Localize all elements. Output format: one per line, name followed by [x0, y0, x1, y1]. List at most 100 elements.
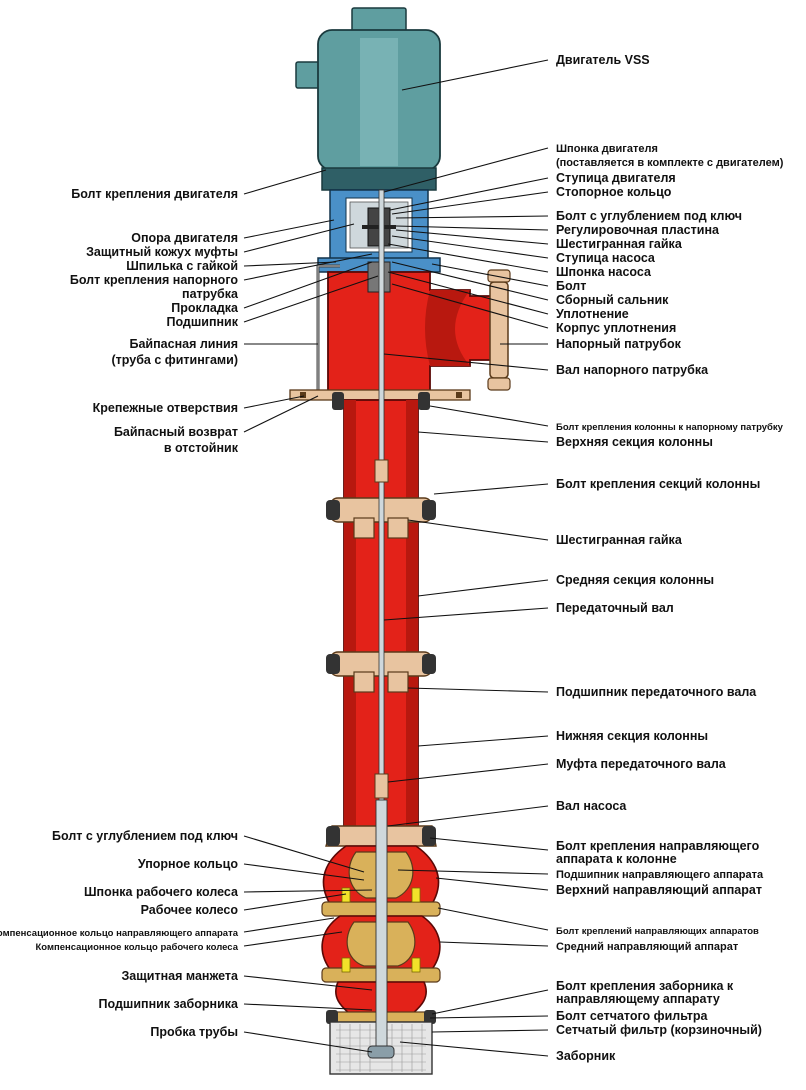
- label-shaft-coupling: Муфта передаточного вала: [556, 757, 727, 771]
- label-suction-bolt: Болт крепления заборника к: [556, 979, 734, 993]
- leader-bypass-return: [243, 395, 319, 433]
- label-bowl-column-bolt-2: аппарата к колонне: [556, 852, 677, 866]
- leader-motor-bolt: [243, 169, 327, 195]
- label-section-bolt: Болт крепления секций колонны: [556, 477, 760, 491]
- leader-bowl-recessed-bolt: [243, 835, 365, 873]
- leader-middle-column: [417, 579, 549, 597]
- leader-recessed-bolt: [395, 215, 549, 219]
- label-column-head-bolt: Болт крепления колонны к напорному патру…: [556, 422, 784, 433]
- joint-nut-left: [353, 517, 375, 539]
- leader-upper-column: [417, 431, 549, 443]
- leader-strainer: [431, 1029, 549, 1033]
- label-pump-hub: Ступица насоса: [556, 251, 656, 265]
- label-bowl-recessed-bolt: Болт с углублением под ключ: [52, 829, 238, 843]
- label-upper-bowl: Верхний направляющий аппарат: [556, 883, 762, 897]
- labels-left: Болт крепления двигателя Опора двигателя…: [0, 187, 239, 1039]
- leader-thrust-ring: [243, 863, 365, 881]
- bowl-top-bolt-right: [422, 826, 436, 846]
- leader-line-shaft: [383, 607, 549, 621]
- leader-column-head-bolt: [429, 405, 549, 427]
- label-hex-nut: Шестигранная гайка: [556, 237, 683, 251]
- label-adjusting-plate: Регулировочная пластина: [556, 223, 720, 237]
- mounting-hole-right: [456, 392, 462, 398]
- leader-impeller-wear-ring: [243, 931, 343, 947]
- shaft-coupling-lower: [374, 773, 389, 799]
- leader-bowl-bolts: [437, 907, 549, 931]
- leader-bolt: [431, 263, 549, 287]
- label-sand-collar: Защитная манжета: [121, 969, 239, 983]
- label-bypass-return-2: в отстойник: [164, 441, 239, 455]
- leader-stud-nut: [243, 261, 337, 267]
- motor-base: [321, 167, 437, 191]
- bowl-top-bolt-left: [326, 826, 340, 846]
- leader-retaining-ring: [391, 191, 549, 215]
- leader-motor-key: [383, 147, 549, 193]
- leader-stuffing-box: [391, 261, 549, 301]
- leader-discharge-bolt: [243, 253, 373, 281]
- label-middle-column: Средняя секция колонны: [556, 573, 714, 587]
- label-discharge-head: Напорный патрубок: [556, 337, 682, 351]
- label-bolt: Болт: [556, 279, 586, 293]
- label-shaft-bearing: Подшипник передаточного вала: [556, 685, 757, 699]
- leader-gasket: [243, 261, 373, 309]
- top-bolt-left: [332, 392, 344, 410]
- label-strainer-bolt: Болт сетчатого фильтра: [556, 1009, 709, 1023]
- discharge-top-bolt: [487, 269, 511, 283]
- label-motor-support: Опора двигателя: [131, 231, 238, 245]
- label-coupling-guard: Защитный кожух муфты: [86, 245, 238, 259]
- label-bypass-return: Байпасный возврат: [114, 425, 238, 439]
- leader-coupling-guard: [243, 223, 355, 253]
- suction-bolt-left: [326, 1010, 338, 1024]
- label-gasket: Прокладка: [171, 301, 239, 315]
- leader-mounting-holes: [243, 395, 305, 409]
- leader-sand-collar: [243, 975, 373, 991]
- joint-nut-right: [387, 671, 409, 693]
- label-impeller: Рабочее колесо: [141, 903, 239, 917]
- leader-shaft-bearing: [407, 687, 549, 693]
- motor-highlight: [360, 38, 398, 166]
- leader-section-bolt: [433, 483, 549, 495]
- label-bypass-line-2: (труба с фитингами): [111, 353, 238, 367]
- label-discharge-shaft: Вал напорного патрубка: [556, 363, 709, 377]
- label-pipe-plug: Пробка трубы: [150, 1025, 238, 1039]
- leader-lower-column: [417, 735, 549, 747]
- discharge-bottom-bolt: [487, 377, 511, 391]
- leader-pump-hub: [391, 235, 549, 259]
- joint-nut-left: [353, 671, 375, 693]
- leader-bearing: [243, 275, 379, 323]
- label-motor-hub: Ступица двигателя: [556, 171, 676, 185]
- label-middle-bowl: Средний направляющий аппарат: [556, 941, 739, 953]
- top-bolt-right: [418, 392, 430, 410]
- pump-drawing: [289, 7, 511, 1075]
- joint-bolt-right: [422, 500, 436, 520]
- leader-suction-bell: [399, 1041, 549, 1057]
- label-discharge-bolt-2: патрубка: [182, 287, 239, 301]
- label-strainer: Сетчатый фильтр (корзиночный): [556, 1023, 762, 1037]
- pipe-plug: [367, 1045, 395, 1059]
- joint-bolt-left: [326, 500, 340, 520]
- joint-nut-right: [387, 517, 409, 539]
- leader-pipe-plug: [243, 1031, 373, 1053]
- shaft-coupling-upper: [374, 459, 389, 483]
- label-line-shaft: Передаточный вал: [556, 601, 674, 615]
- bearing-yellow-4: [411, 957, 421, 973]
- motor: [295, 7, 441, 191]
- label-seal: Уплотнение: [556, 307, 629, 321]
- pump-shaft: [375, 799, 388, 1051]
- bearing-yellow-2: [411, 887, 421, 903]
- leader-seal-housing: [391, 283, 549, 329]
- column-shade-left: [344, 400, 356, 830]
- label-motor-key-note: (поставляется в комплекте с двигателем): [556, 157, 784, 169]
- label-suction-bearing: Подшипник заборника: [99, 997, 239, 1011]
- leader-motor-hub: [389, 177, 549, 211]
- leader-pump-key: [387, 243, 549, 273]
- leader-upper-bowl: [435, 877, 549, 891]
- leader-hex-nut-2: [407, 519, 549, 541]
- discharge-elbow-shade: [425, 290, 470, 366]
- label-bypass-line: Байпасная линия: [130, 337, 239, 351]
- label-mounting-holes: Крепежные отверствия: [93, 401, 238, 415]
- label-seal-housing: Корпус уплотнения: [556, 321, 676, 335]
- label-impeller-wear-ring: Компенсационное кольцо рабочего колеса: [35, 942, 238, 953]
- bypass-pipe-inner: [317, 265, 340, 392]
